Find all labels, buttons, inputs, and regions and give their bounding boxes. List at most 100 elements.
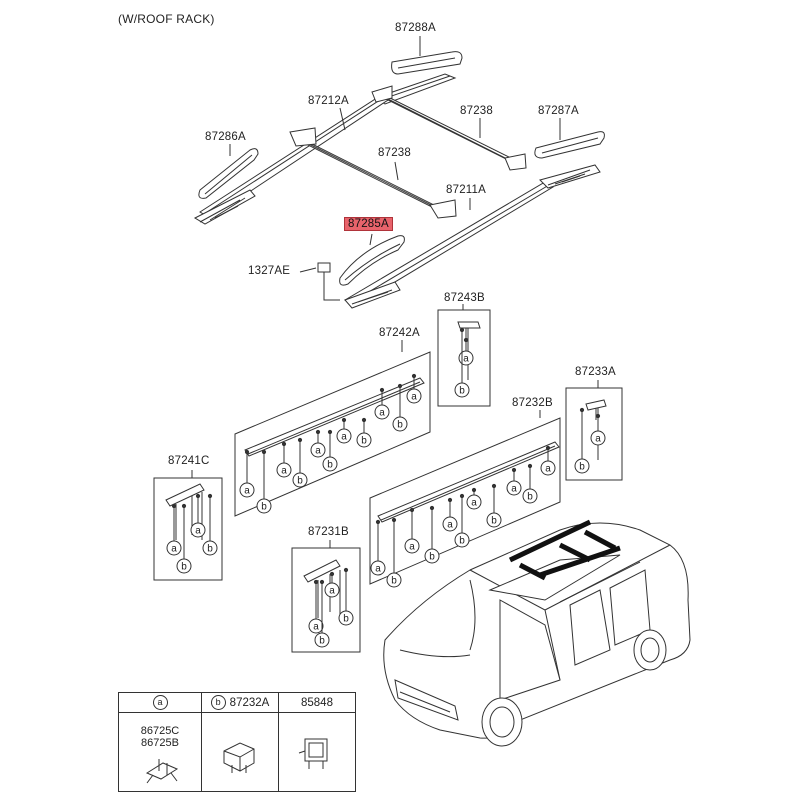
clip-mount-dot: [459, 327, 465, 333]
clip-a-circle[interactable]: [442, 516, 458, 532]
legend-header-a: a: [119, 693, 201, 713]
clip-a-label: a: [463, 354, 469, 365]
legend-part-85848[interactable]: 85848: [301, 696, 333, 709]
clip-mount-dot: [375, 519, 381, 525]
part-87243B[interactable]: 87243B: [444, 292, 485, 304]
clip-mount-dot: [207, 493, 213, 499]
clip-mount-dot: [459, 493, 465, 499]
part-87285A-highlighted[interactable]: 87285A: [344, 217, 393, 231]
legend-col-85848: 85848: [279, 693, 355, 791]
clip-a-circle[interactable]: [239, 482, 255, 498]
clip-b-mark: b: [210, 695, 226, 710]
part-87231B[interactable]: 87231B: [308, 526, 349, 538]
clip-b-label: b: [459, 536, 465, 547]
part-1327AE[interactable]: 1327AE: [248, 265, 291, 277]
clip-a-circle[interactable]: [308, 618, 324, 634]
clip-b-label: b: [579, 462, 585, 473]
clip-mount-dot: [327, 429, 333, 435]
legend-table: a 86725C 86725B b 87232A 85848: [118, 692, 356, 792]
screw-1327AE: [317, 262, 340, 301]
part-87211A[interactable]: 87211A: [446, 184, 486, 196]
clip-b-circle[interactable]: [486, 512, 502, 528]
legend-part-86725B[interactable]: 86725B: [141, 737, 179, 749]
clip-a-label: a: [595, 434, 601, 445]
clip-a-label: a: [315, 446, 321, 457]
clip-a-circle[interactable]: [374, 404, 390, 420]
part-87286A[interactable]: 87286A: [205, 131, 246, 143]
clip-b-circle[interactable]: [256, 498, 272, 514]
clip-mount-dot: [379, 387, 385, 393]
clip-a-circle[interactable]: [324, 582, 340, 598]
clip-b-circle[interactable]: [454, 532, 470, 548]
clip-a-circle[interactable]: [336, 428, 352, 444]
end-cap-87288A: [391, 51, 463, 75]
clip-b-circle[interactable]: [356, 432, 372, 448]
clip-b-label: b: [429, 552, 435, 563]
part-87288A[interactable]: 87288A: [395, 22, 436, 34]
clip-b-label: b: [459, 386, 465, 397]
end-cap-87286A: [198, 148, 259, 199]
clip-b-circle[interactable]: [202, 540, 218, 556]
clip-b-label: b: [181, 562, 187, 573]
part-87238-top[interactable]: 87238: [460, 105, 493, 117]
clip-a-label: a: [545, 464, 551, 475]
clip-b-circle[interactable]: [176, 558, 192, 574]
clip-a-label: a: [171, 544, 177, 555]
part-87212A[interactable]: 87212A: [308, 95, 349, 107]
part-87242A[interactable]: 87242A: [379, 327, 420, 339]
legend-part-87232A[interactable]: 87232A: [229, 696, 270, 709]
clip-mount-dot: [313, 579, 319, 585]
clip-a-label: a: [281, 466, 287, 477]
clip-b-circle[interactable]: [454, 382, 470, 398]
clip-b-circle[interactable]: [392, 416, 408, 432]
clip-mount-dot: [463, 337, 469, 343]
clip-b-label: b: [207, 544, 213, 555]
clip-a-circle[interactable]: [166, 540, 182, 556]
clip-a-circle[interactable]: [276, 462, 292, 478]
clip-a-circle[interactable]: [406, 388, 422, 404]
clip-mount-dot: [281, 441, 287, 447]
clip-a-circle[interactable]: [466, 494, 482, 510]
clip-a-mark: a: [152, 695, 168, 710]
clip-a-circle[interactable]: [404, 538, 420, 554]
clip-a-label: a: [447, 520, 453, 531]
part-87238-mid[interactable]: 87238: [378, 147, 411, 159]
clip-a-circle[interactable]: [370, 560, 386, 576]
clip-mount-dot: [319, 579, 325, 585]
clip-mount-dot: [595, 413, 601, 419]
legend-header-85848: 85848: [279, 693, 355, 713]
clip-a-circle[interactable]: [506, 480, 522, 496]
clip-a-label: a: [329, 586, 335, 597]
clip-mount-dot: [511, 467, 517, 473]
clip-mount-dot: [471, 487, 477, 493]
clip-b-circle[interactable]: [522, 488, 538, 504]
clip-b-circle[interactable]: [322, 456, 338, 472]
legend-part-86725C[interactable]: 86725C: [140, 725, 180, 737]
clip-a-circle[interactable]: [590, 430, 606, 446]
clip-mount-dot: [195, 493, 201, 499]
part-87233A[interactable]: 87233A: [575, 366, 616, 378]
clip-mount-dot: [447, 497, 453, 503]
clip-a-circle[interactable]: [310, 442, 326, 458]
clip-a-circle[interactable]: [190, 522, 206, 538]
clip-mount-dot: [171, 503, 177, 509]
clip-b-circle[interactable]: [574, 458, 590, 474]
clip-b-circle[interactable]: [292, 472, 308, 488]
clip-b-circle[interactable]: [314, 632, 330, 648]
end-cap-87285A: [339, 235, 405, 286]
clip-mount-dot: [261, 449, 267, 455]
clip-b-label: b: [361, 436, 367, 447]
clip-a-label: a: [195, 526, 201, 537]
clip-85848-icon: [298, 738, 328, 769]
clip-b-label: b: [397, 420, 403, 431]
clip-b-circle[interactable]: [338, 610, 354, 626]
clip-b-icon: [223, 742, 255, 773]
clip-b-circle[interactable]: [424, 548, 440, 564]
part-87232B[interactable]: 87232B: [512, 397, 553, 409]
part-87287A[interactable]: 87287A: [538, 105, 579, 117]
legend-header-b: b 87232A: [202, 693, 278, 713]
part-87241C[interactable]: 87241C: [168, 455, 210, 467]
clip-b-circle[interactable]: [386, 572, 402, 588]
clip-a-circle[interactable]: [540, 460, 556, 476]
